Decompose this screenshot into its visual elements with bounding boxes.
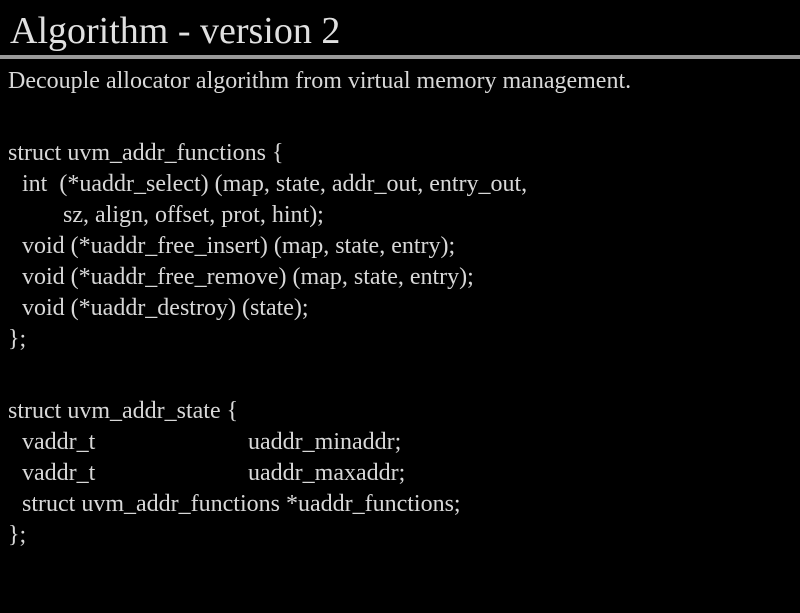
- struct-open-line: struct uvm_addr_functions {: [8, 140, 284, 166]
- maxaddr-type: vaddr_t: [22, 460, 96, 486]
- title-divider: [0, 55, 800, 59]
- functions-field-line: struct uvm_addr_functions *uaddr_functio…: [22, 491, 461, 517]
- select-decl-line: int (*uaddr_select) (map, state, addr_ou…: [22, 171, 528, 197]
- free-insert-decl-line: void (*uaddr_free_insert) (map, state, e…: [22, 233, 456, 259]
- struct-close-line: };: [8, 522, 27, 548]
- slide-subtitle: Decouple allocator algorithm from virtua…: [8, 68, 632, 94]
- minaddr-field-name: uaddr_minaddr;: [248, 429, 402, 455]
- free-remove-decl-line: void (*uaddr_free_remove) (map, state, e…: [22, 264, 474, 290]
- select-decl-continuation: sz, align, offset, prot, hint);: [63, 202, 324, 228]
- uvm-addr-functions-struct: struct uvm_addr_functions { int (*uaddr_…: [8, 138, 527, 355]
- struct-close-line: };: [8, 326, 27, 352]
- uvm-addr-state-struct: struct uvm_addr_state { vaddr_t uaddr_mi…: [8, 396, 461, 551]
- slide-title: Algorithm - version 2: [10, 10, 341, 52]
- destroy-decl-line: void (*uaddr_destroy) (state);: [22, 295, 309, 321]
- struct-open-line: struct uvm_addr_state {: [8, 398, 239, 424]
- maxaddr-field-name: uaddr_maxaddr;: [248, 460, 406, 486]
- minaddr-type: vaddr_t: [22, 429, 96, 455]
